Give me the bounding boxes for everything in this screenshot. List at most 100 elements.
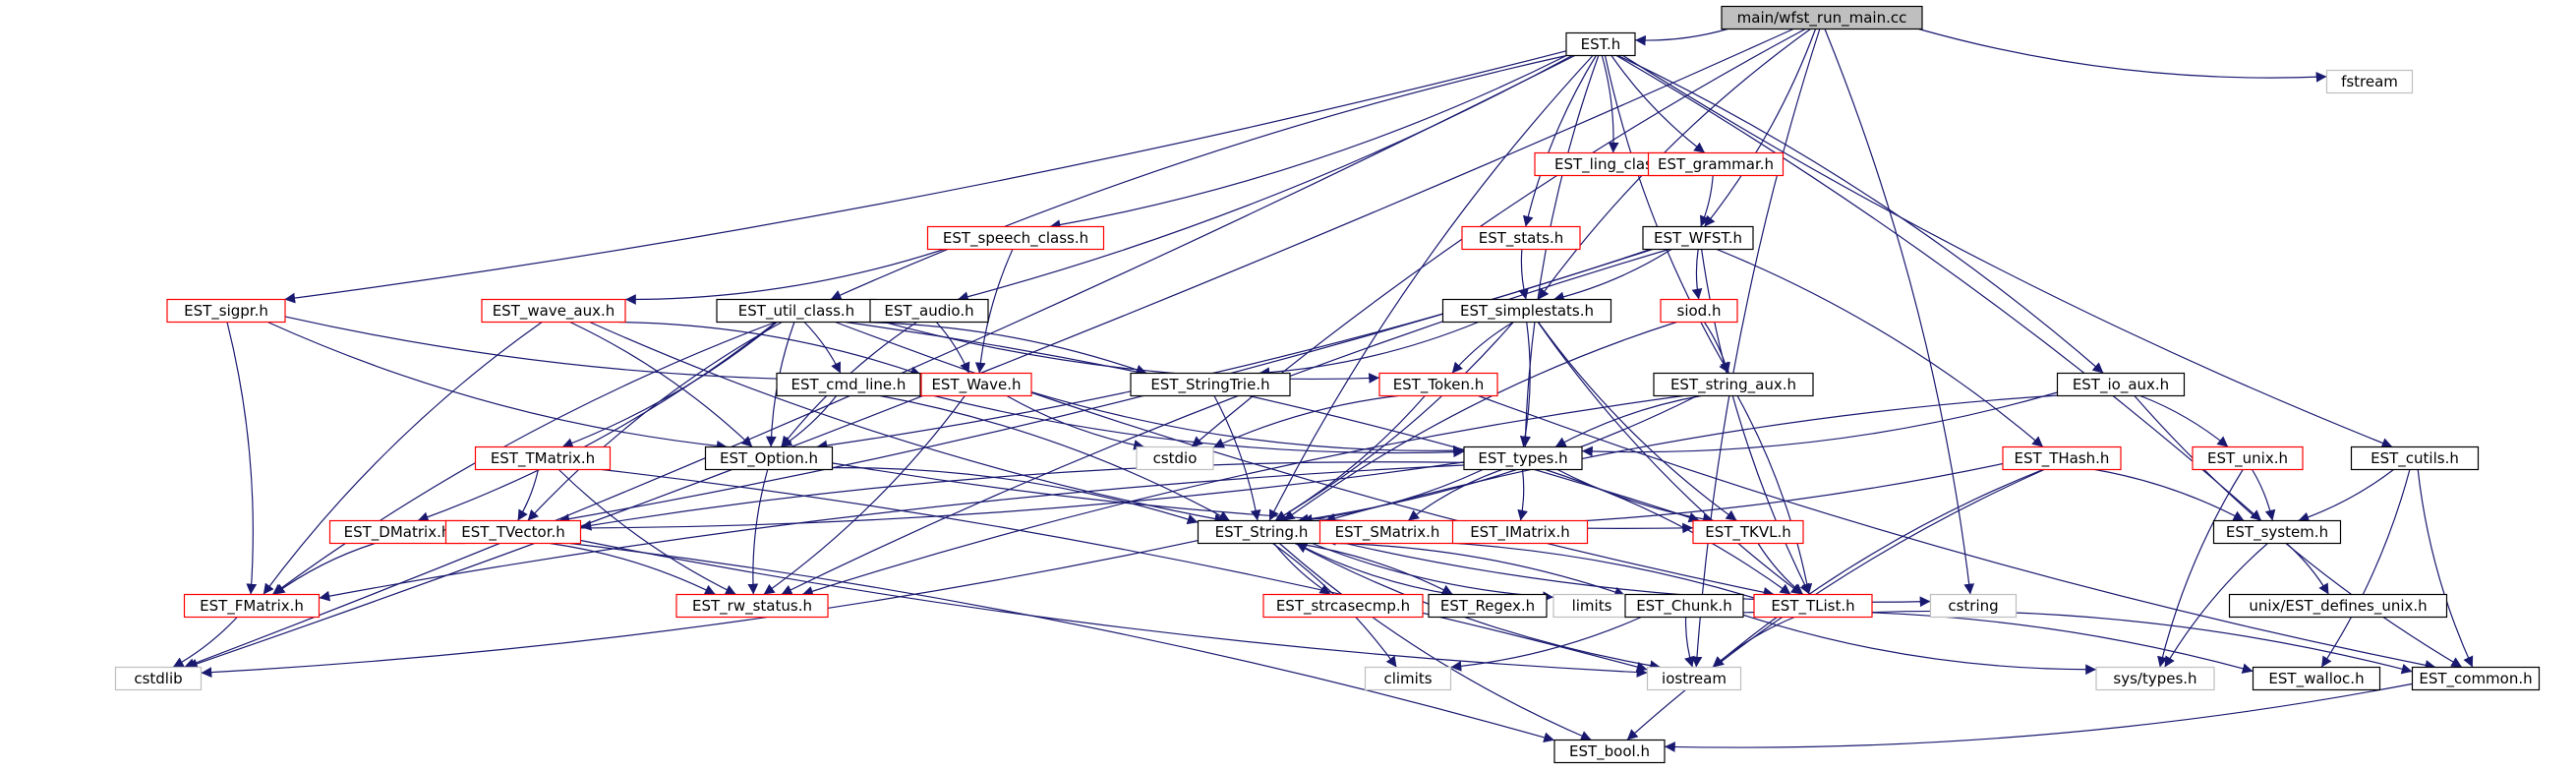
node-est-walloc-h[interactable]: EST_walloc.h <box>2252 666 2381 691</box>
node-box <box>1660 298 1738 324</box>
node-est-h[interactable]: EST.h <box>1565 31 1636 57</box>
edge-est-h-to-est-string-aux-h <box>1604 55 1730 374</box>
edge-est-types-h-to-est-smatrix-h <box>1407 468 1502 521</box>
node-unix-est-defines-unix-h[interactable]: unix/EST_defines_unix.h <box>2228 593 2448 619</box>
node-limits: limits <box>1552 593 1631 619</box>
node-label: EST_WFST.h <box>1654 229 1742 248</box>
node-box <box>2002 445 2122 471</box>
node-est-wave-aux-h[interactable]: EST_wave_aux.h <box>481 298 626 324</box>
edge-est-string-aux-h-to-est-string-h <box>1297 394 1698 525</box>
node-est-io-aux-h[interactable]: EST_io_aux.h <box>2056 372 2186 397</box>
edge-est-util-class-h-to-est-fmatrix-h <box>271 321 777 595</box>
node-siod-h[interactable]: siod.h <box>1660 298 1738 324</box>
node-label: EST_SMatrix.h <box>1335 523 1440 542</box>
node-box <box>2056 372 2186 397</box>
node-box <box>1461 225 1581 251</box>
node-main-wfst-run-main-cc[interactable]: main/wfst_run_main.cc <box>1721 5 1923 30</box>
node-box <box>1753 593 1873 619</box>
node-box <box>2212 519 2342 545</box>
node-est-chunk-h[interactable]: EST_Chunk.h <box>1624 593 1744 619</box>
node-label: siod.h <box>1677 302 1722 320</box>
node-label: EST_stats.h <box>1479 229 1564 248</box>
node-label: climits <box>1383 670 1432 687</box>
node-box <box>1565 31 1636 57</box>
node-est-unix-h[interactable]: EST_unix.h <box>2192 445 2304 471</box>
node-cstdlib: cstdlib <box>114 666 203 691</box>
edge-est-util-class-h-to-est-stringtrie-h <box>859 321 1147 376</box>
edge-est-util-class-h-to-est-tmatrix-h <box>561 322 778 448</box>
node-est-cutils-h[interactable]: EST_cutils.h <box>2350 445 2480 471</box>
edge-est-tlist-h-to-est-common-h <box>1871 610 2413 675</box>
edge-est-h-to-est-util-class-h <box>830 54 1567 301</box>
node-label: EST_string_aux.h <box>1670 376 1796 394</box>
node-est-tlist-h[interactable]: EST_TList.h <box>1753 593 1873 619</box>
node-est-string-aux-h[interactable]: EST_string_aux.h <box>1653 372 1814 397</box>
node-box <box>2095 666 2215 691</box>
node-est-simplestats-h[interactable]: EST_simplestats.h <box>1441 298 1612 324</box>
node-box <box>444 519 582 545</box>
node-est-wfst-h[interactable]: EST_WFST.h <box>1642 225 1754 251</box>
edge-est-dmatrix-h-to-est-fmatrix-h <box>273 542 376 595</box>
node-box <box>1463 445 1583 471</box>
edge-est-h-to-est-stats-h <box>1522 55 1597 227</box>
edge-est-string-aux-h-to-est-types-h <box>1554 394 1702 448</box>
node-est-imatrix-h[interactable]: EST_IMatrix.h <box>1451 519 1589 545</box>
node-est-rw-status-h[interactable]: EST_rw_status.h <box>675 593 829 619</box>
edge-est-chunk-h-to-iostream <box>1684 617 1695 668</box>
node-est-tvector-h[interactable]: EST_TVector.h <box>444 519 582 545</box>
node-est-strcasecmp-h[interactable]: EST_strcasecmp.h <box>1262 593 1424 619</box>
node-box <box>1378 372 1498 397</box>
edge-est-string-h-to-est-regex-h <box>1296 542 1453 596</box>
node-est-system-h[interactable]: EST_system.h <box>2212 519 2342 545</box>
edge-est-string-aux-h-to-est-tlist-h <box>1736 395 1813 595</box>
node-est-bool-h[interactable]: EST_bool.h <box>1553 739 1666 764</box>
node-label: EST_StringTrie.h <box>1150 376 1269 394</box>
node-est-audio-h[interactable]: EST_audio.h <box>869 298 989 324</box>
edge-est-stringtrie-h-to-est-string-h <box>1213 395 1261 521</box>
edge-est-tkvl-h-to-est-tlist-h <box>1757 543 1804 595</box>
node-label: cstdlib <box>134 670 182 687</box>
edge-est-util-class-h-to-est-dmatrix-h <box>417 322 777 522</box>
node-est-thash-h[interactable]: EST_THash.h <box>2002 445 2122 471</box>
node-est-types-h[interactable]: EST_types.h <box>1463 445 1583 471</box>
node-est-cmd-line-h[interactable]: EST_cmd_line.h <box>776 372 921 397</box>
node-est-wave-h[interactable]: EST_Wave.h <box>920 372 1032 397</box>
edge-est-wave-h-to-cstdio <box>1006 394 1145 450</box>
edge-est-h-to-est-cutils-h <box>1622 54 2393 448</box>
node-est-dmatrix-h[interactable]: EST_DMatrix.h <box>328 519 466 545</box>
node-est-stats-h[interactable]: EST_stats.h <box>1461 225 1581 251</box>
node-est-util-class-h[interactable]: EST_util_class.h <box>716 298 877 324</box>
node-est-smatrix-h[interactable]: EST_SMatrix.h <box>1318 519 1456 545</box>
edge-est-wave-aux-h-to-est-string-h <box>589 321 1226 524</box>
edge-est-tmatrix-h-to-iostream <box>602 468 1648 673</box>
edge-est-wfst-h-to-est-tvector-h <box>558 248 1653 524</box>
node-est-stringtrie-h[interactable]: EST_StringTrie.h <box>1130 372 1291 397</box>
node-label: sys/types.h <box>2113 670 2196 687</box>
node-cstdio: cstdio <box>1136 445 1214 471</box>
node-est-option-h[interactable]: EST_Option.h <box>704 445 834 471</box>
node-est-common-h[interactable]: EST_common.h <box>2411 666 2541 691</box>
node-label: EST_Token.h <box>1393 376 1485 394</box>
node-label: EST_sigpr.h <box>184 302 268 321</box>
edge-est-wave-aux-h-to-est-fmatrix-h <box>263 322 543 595</box>
node-est-tmatrix-h[interactable]: EST_TMatrix.h <box>474 445 612 471</box>
node-est-string-h[interactable]: EST_String.h <box>1197 519 1326 545</box>
node-box <box>869 298 989 324</box>
node-iostream: iostream <box>1646 666 1742 691</box>
node-est-tkvl-h[interactable]: EST_TKVL.h <box>1692 519 1804 545</box>
node-label: limits <box>1572 597 1612 615</box>
node-est-grammar-h[interactable]: EST_grammar.h <box>1647 151 1785 177</box>
node-est-sigpr-h[interactable]: EST_sigpr.h <box>166 298 286 324</box>
node-label: EST_rw_status.h <box>692 597 812 616</box>
node-box <box>166 298 286 324</box>
node-box <box>1130 372 1291 397</box>
node-est-speech-class-h[interactable]: EST_speech_class.h <box>926 225 1105 251</box>
node-est-token-h[interactable]: EST_Token.h <box>1378 372 1498 397</box>
edge-est-h-to-est-sigpr-h <box>284 50 1567 304</box>
node-est-regex-h[interactable]: EST_Regex.h <box>1428 593 1548 619</box>
node-box <box>2350 445 2480 471</box>
node-est-fmatrix-h[interactable]: EST_FMatrix.h <box>183 593 321 619</box>
edge-main-wfst-run-main-cc-to-cstring <box>1824 29 1975 595</box>
edge-est-types-h-to-est-tlist-h <box>1545 468 1791 595</box>
